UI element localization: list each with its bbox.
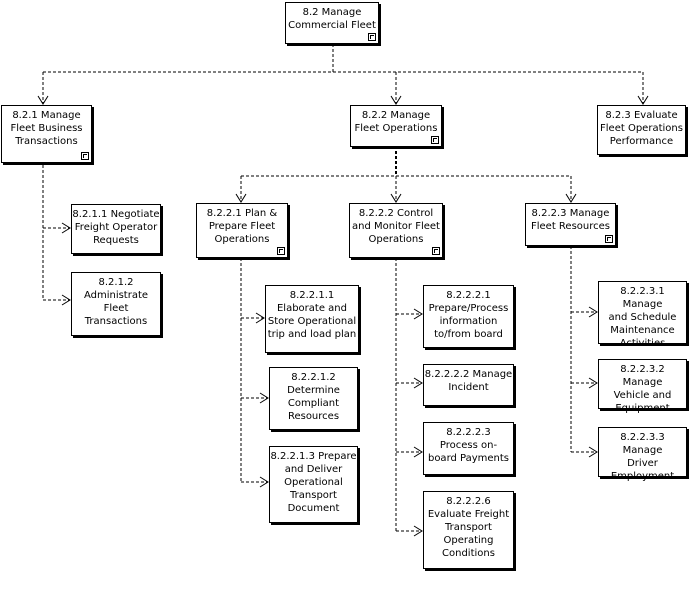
arrowhead-823 [637,95,649,105]
node-label: 8.2.1 Manage Fleet Business Transactions [10,110,83,147]
arrowhead-8221 [235,193,247,203]
node-8-2-manage-commercial-fleet[interactable]: 8.2 Manage Commercial Fleet [285,2,379,44]
arrowhead-82212 [259,392,269,404]
node-8-2-2-2-3-process-onboard-payments[interactable]: 8.2.2.2.3 Process on- board Payments [423,422,514,475]
node-label: 8.2.2.2.6 Evaluate Freight Transport Ope… [427,496,510,559]
node-8-2-2-3-1-manage-schedule-maintenance-activities[interactable]: 8.2.2.3.1 Manage and Schedule Maintenanc… [598,281,687,349]
node-8-2-2-1-2-determine-compliant-resources[interactable]: 8.2.2.1.2 Determine Compliant Resources [269,367,358,430]
arrowhead-8223 [565,193,577,203]
arrowhead-82231 [588,306,598,318]
arrowhead-8222 [390,193,402,203]
node-8-2-2-3-manage-fleet-resources[interactable]: 8.2.2.3 Manage Fleet Resources [525,203,616,246]
node-8-2-3-evaluate-fleet-operations-performance[interactable]: 8.2.3 Evaluate Fleet Operations Performa… [597,105,686,155]
node-8-2-1-1-negotiate-freight-operator-requests[interactable]: 8.2.1.1 Negotiate Freight Operator Reque… [71,204,161,254]
node-label: 8.2.1.2 Administrate Fleet Transactions [83,277,149,327]
arrowhead-82222 [413,377,423,389]
arrowhead-82213 [259,476,269,488]
arrowhead-82232 [588,377,598,389]
arrowhead-82223 [413,446,423,458]
arrowhead-82226 [413,525,423,537]
decomposition-icon[interactable] [277,247,285,255]
decomposition-icon[interactable] [431,136,439,144]
node-8-2-2-2-control-monitor-fleet-operations[interactable]: 8.2.2.2 Control and Monitor Fleet Operat… [349,203,443,258]
node-8-2-2-1-3-prepare-deliver-operational-transport-document[interactable]: 8.2.2.1.3 Prepare and Deliver Operationa… [269,446,358,523]
node-8-2-2-1-plan-prepare-fleet-operations[interactable]: 8.2.2.1 Plan & Prepare Fleet Operations [196,203,288,258]
node-label: 8.2.2.2.1 Prepare/Process information to… [428,290,509,340]
node-8-2-2-2-6-evaluate-freight-transport-operating-conditions[interactable]: 8.2.2.2.6 Evaluate Freight Transport Ope… [423,491,514,569]
arrowhead-8212 [61,294,71,306]
decomposition-icon[interactable] [432,247,440,255]
node-label: 8.2.2.1 Plan & Prepare Fleet Operations [206,208,278,245]
node-8-2-2-3-3-manage-driver-employment[interactable]: 8.2.2.3.3 Manage Driver Employment [598,427,687,482]
node-8-2-2-2-1-prepare-process-information[interactable]: 8.2.2.2.1 Prepare/Process information to… [423,285,514,348]
arrowhead-821 [37,95,49,105]
arrowhead-82211 [255,312,265,324]
arrowhead-82233 [588,446,598,458]
decomposition-icon[interactable] [368,33,376,41]
node-label: 8.2.2.3 Manage Fleet Resources [530,208,610,232]
node-label: 8.2.2.2.3 Process on- board Payments [427,427,510,464]
node-label: 8.2.2.3.3 Manage Driver Employment [610,432,675,482]
node-8-2-1-2-administrate-fleet-transactions[interactable]: 8.2.1.2 Administrate Fleet Transactions [71,272,161,336]
node-label: 8.2.2.3.2 Manage Vehicle and Equipment [613,364,672,414]
node-label: 8.2.1.1 Negotiate Freight Operator Reque… [72,209,160,246]
node-label: 8.2.2.3.1 Manage and Schedule Maintenanc… [608,286,677,349]
node-8-2-2-manage-fleet-operations[interactable]: 8.2.2 Manage Fleet Operations [350,105,442,147]
node-label: 8.2.2.2 Control and Monitor Fleet Operat… [352,208,440,245]
node-label: 8.2.2.1.2 Determine Compliant Resources [287,372,340,422]
node-label: 8.2.2.2.2 Manage Incident [424,369,513,393]
node-8-2-1-manage-fleet-business-transactions[interactable]: 8.2.1 Manage Fleet Business Transactions [1,105,92,163]
arrowhead-8211 [61,222,71,234]
node-label: 8.2.2.1.3 Prepare and Deliver Operationa… [270,451,357,514]
arrowhead-822 [390,95,402,105]
arrowhead-82221 [413,308,423,320]
node-8-2-2-2-2-manage-incident[interactable]: 8.2.2.2.2 Manage Incident [423,364,514,406]
node-label: 8.2.3 Evaluate Fleet Operations Performa… [600,110,683,147]
node-label: 8.2 Manage Commercial Fleet [288,7,376,31]
node-label: 8.2.2.1.1 Elaborate and Store Operationa… [267,290,357,340]
decomposition-icon[interactable] [81,152,89,160]
node-8-2-2-1-1-elaborate-store-operational-trip[interactable]: 8.2.2.1.1 Elaborate and Store Operationa… [265,285,359,353]
node-label: 8.2.2 Manage Fleet Operations [354,110,438,134]
node-8-2-2-3-2-manage-vehicle-equipment[interactable]: 8.2.2.3.2 Manage Vehicle and Equipment [598,359,687,414]
decomposition-icon[interactable] [605,235,613,243]
